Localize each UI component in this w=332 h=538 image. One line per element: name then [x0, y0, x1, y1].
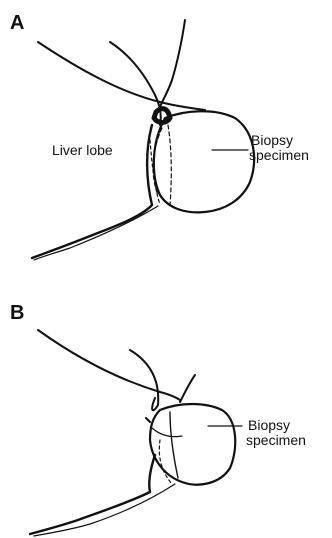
- suture-thread: [110, 42, 161, 125]
- cut-line: [152, 428, 182, 437]
- panel-b-illustration: [0, 270, 332, 538]
- biopsy-specimen-label-line2: specimen: [246, 433, 306, 447]
- liver-lobe-label: Liver lobe: [52, 143, 113, 157]
- panel-b: B Biopsy specimen: [0, 270, 332, 538]
- suture-knot: [154, 109, 170, 123]
- cut-line: [170, 412, 178, 478]
- cut-line: [159, 440, 172, 484]
- liver-lobe-edge: [30, 455, 155, 534]
- biopsy-specimen: [154, 111, 254, 212]
- biopsy-specimen-label-line1: Biopsy: [251, 133, 293, 147]
- suture-end: [146, 418, 150, 422]
- suture-thread: [130, 350, 158, 410]
- suture-thread: [155, 20, 185, 118]
- biopsy-specimen-label-line2: specimen: [249, 148, 309, 162]
- cut-line: [168, 125, 171, 205]
- biopsy-specimen-label-line1: Biopsy: [248, 418, 290, 432]
- panel-a: A Liver lobe Biopsy specimen: [0, 0, 332, 270]
- suture-thread: [38, 330, 180, 400]
- suture-thread: [180, 375, 195, 402]
- biopsy-specimen: [150, 404, 235, 485]
